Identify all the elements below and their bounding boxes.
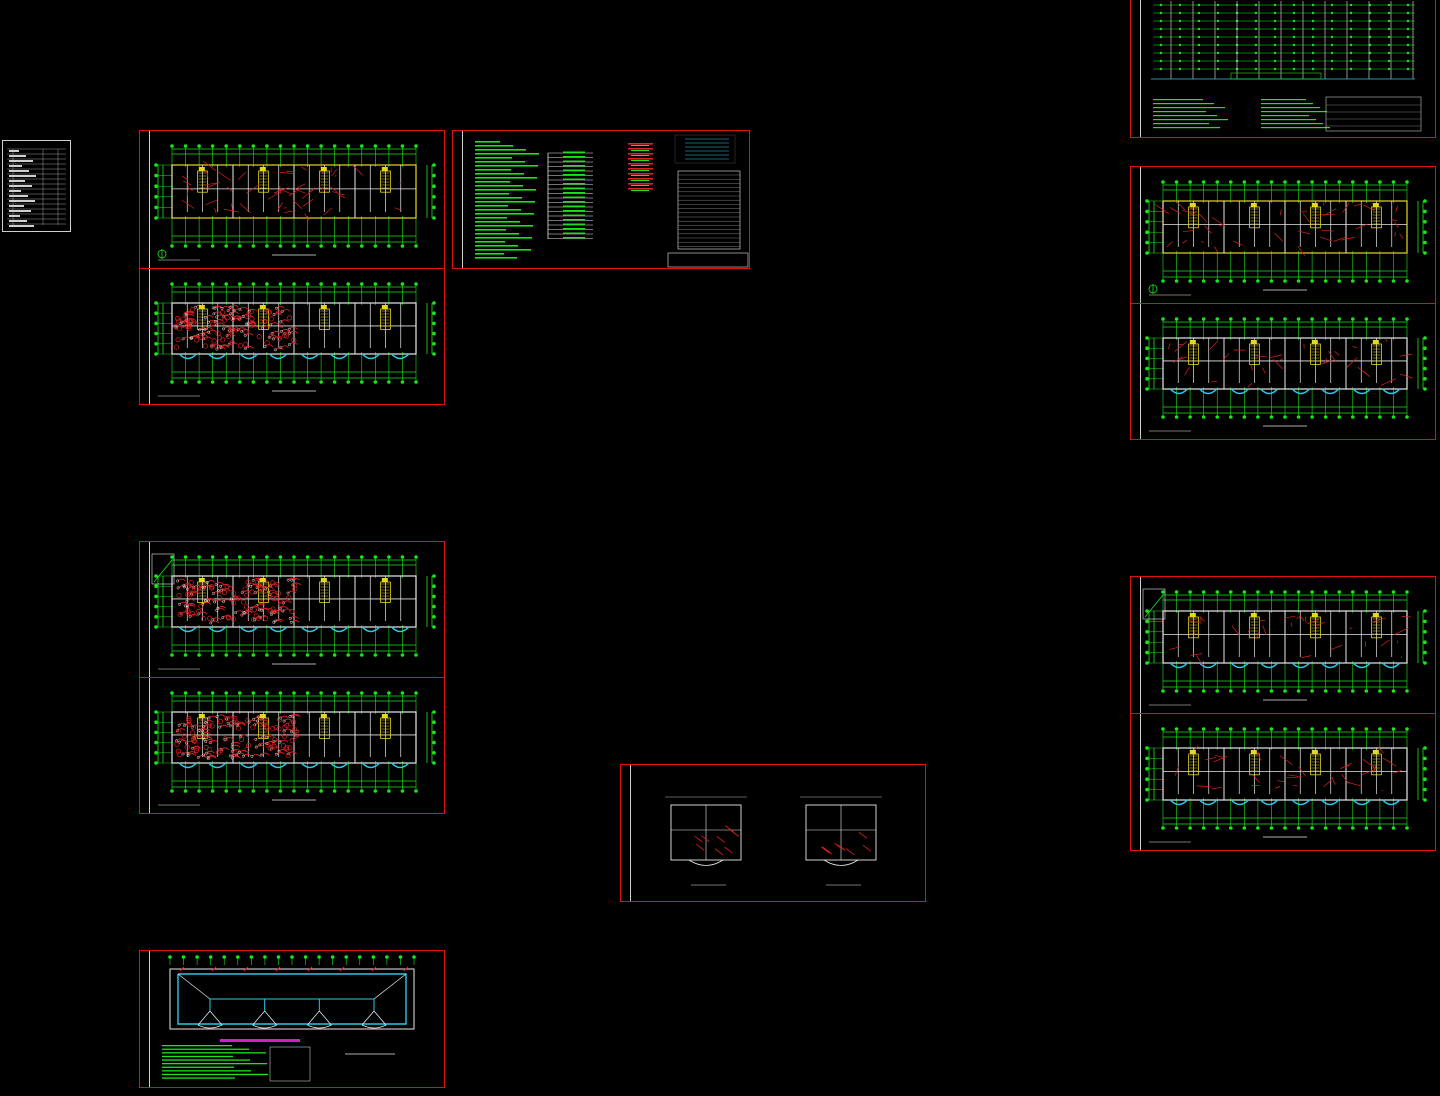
riser-system-diagram-sheet[interactable] <box>1130 0 1436 138</box>
design-notes-legend-sheet[interactable] <box>452 130 750 269</box>
floor-plan-drawing <box>1145 180 1427 296</box>
axis-grid <box>154 144 436 248</box>
drawing-index-sheet[interactable] <box>2 140 71 232</box>
axis-grid <box>1145 590 1427 693</box>
axis-grid <box>154 282 436 384</box>
axis-grid <box>1145 727 1427 830</box>
title-strip <box>1131 714 1141 850</box>
walls <box>1162 747 1408 806</box>
unit-detail-drawing <box>665 796 882 886</box>
walls <box>1162 337 1408 395</box>
standard-floor-plan-b-sheet[interactable] <box>1130 303 1436 440</box>
floor-plan-b-upper-sheet[interactable] <box>1130 576 1436 714</box>
floor-plan-drawing <box>154 691 436 806</box>
standard-floor-lighting-plan-sheet[interactable] <box>139 268 445 405</box>
electrical-devices <box>173 304 388 352</box>
roof-lightning-protection-plan-sheet[interactable] <box>139 950 445 1088</box>
electrical-devices <box>1167 338 1413 388</box>
electrical-devices <box>181 160 403 221</box>
title-strip <box>621 765 631 901</box>
drawing-index-table <box>7 148 66 227</box>
walls <box>171 164 417 219</box>
floor-plan-drawing <box>154 144 436 261</box>
floor-plan-b-top-sheet[interactable] <box>1130 713 1436 851</box>
first-floor-plan-sheet[interactable] <box>139 130 445 269</box>
title-strip <box>140 678 150 813</box>
electrical-devices <box>176 577 388 625</box>
title-strip <box>140 542 150 677</box>
title-strip <box>1131 304 1141 439</box>
axis-grid <box>1145 317 1427 419</box>
title-strip <box>1131 167 1141 303</box>
design-notes-drawing <box>475 134 749 268</box>
standard-floor-socket-plan-sheet[interactable] <box>139 541 445 678</box>
electrical-devices <box>1168 613 1411 666</box>
floor-plan-drawing <box>1145 317 1427 432</box>
title-strip <box>1131 577 1141 713</box>
floor-plan-drawing <box>1145 727 1427 843</box>
title-strip <box>453 131 463 268</box>
roof-plan-drawing <box>162 955 416 1082</box>
electrical-devices <box>1154 200 1404 256</box>
first-floor-plan-b-sheet[interactable] <box>1130 166 1436 304</box>
title-strip <box>140 951 150 1087</box>
electrical-devices <box>174 713 388 760</box>
floor-plan-drawing <box>1142 588 1427 706</box>
top-floor-plan-sheet[interactable] <box>139 677 445 814</box>
title-strip <box>140 131 150 268</box>
axis-grid <box>1145 180 1427 283</box>
walls <box>1162 610 1408 669</box>
floor-plan-drawing <box>151 553 436 670</box>
axis-grid <box>154 691 436 793</box>
title-strip <box>1131 0 1141 137</box>
title-strip <box>140 269 150 404</box>
riser-diagram-drawing <box>1151 1 1422 132</box>
electrical-devices <box>1174 745 1403 791</box>
floor-plan-drawing <box>154 282 436 397</box>
unit-detail-plans-sheet[interactable] <box>620 764 926 902</box>
axis-grid <box>154 555 436 657</box>
